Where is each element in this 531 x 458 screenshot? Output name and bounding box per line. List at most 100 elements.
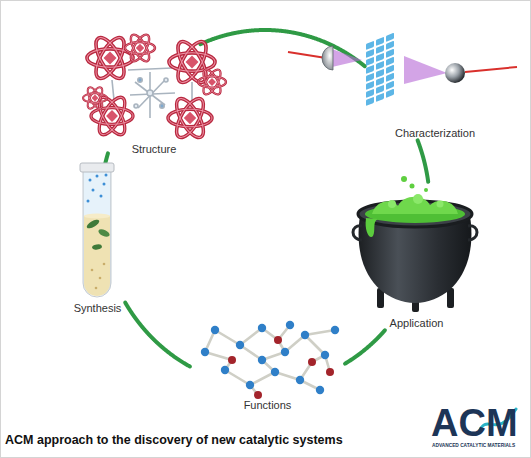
liquid-meniscus xyxy=(84,214,110,219)
detector-pixel xyxy=(376,37,384,46)
stage-label: Functions xyxy=(244,399,292,412)
cauldron xyxy=(353,176,477,312)
logo-tagline: ADVANCED CATALYTIC MATERIALS xyxy=(432,443,515,449)
detector-pixel xyxy=(366,65,374,74)
gas-particle xyxy=(103,183,106,186)
network-bond xyxy=(225,370,250,385)
stage-label: Synthesis xyxy=(74,302,122,315)
nitrogen-atom xyxy=(286,321,294,329)
detector-array xyxy=(366,33,394,106)
potion-bubble xyxy=(437,201,444,208)
sample-sphere xyxy=(445,63,465,83)
potion-droplet xyxy=(401,176,407,182)
detector-pixel xyxy=(366,73,374,82)
oxygen-atom xyxy=(228,356,236,364)
cycle-arc xyxy=(125,303,190,367)
potion-bubble xyxy=(413,194,423,204)
tube-cap xyxy=(80,163,114,172)
nitrogen-atom xyxy=(321,351,329,359)
laser-beam xyxy=(465,67,517,72)
linker-bond xyxy=(112,80,114,100)
framework-structure xyxy=(83,32,226,141)
crystal-flake xyxy=(85,218,100,230)
precipitate-grain xyxy=(95,287,98,290)
gas-particle xyxy=(100,195,103,198)
cycle-arc xyxy=(345,330,385,363)
spectroscopy-setup xyxy=(288,33,517,106)
detector-pixel xyxy=(376,93,384,102)
nitrogen-atom xyxy=(246,381,254,389)
linker-atom xyxy=(160,104,164,108)
detector-pixel xyxy=(376,45,384,54)
cage-cluster xyxy=(91,94,133,139)
linker-atom xyxy=(134,104,138,108)
detector-pixel xyxy=(366,49,374,58)
linker-atom xyxy=(147,90,153,96)
detector-pixel xyxy=(366,89,374,98)
nitrogen-atom xyxy=(201,348,209,356)
detector-pixel xyxy=(386,65,394,74)
stage-node: Application xyxy=(355,182,478,330)
cage-cluster xyxy=(168,95,212,142)
detector-pixel xyxy=(386,57,394,66)
cauldron-body xyxy=(359,216,472,303)
cage-cluster xyxy=(87,33,133,82)
cage-cluster xyxy=(83,85,107,111)
stage-label: Structure xyxy=(132,143,177,156)
crystal-flake xyxy=(92,244,103,251)
gas-particle xyxy=(89,179,92,182)
gas-particle xyxy=(92,189,95,192)
detector-pixel xyxy=(366,81,374,90)
nitrogen-atom xyxy=(331,326,339,334)
network-bond xyxy=(250,372,275,385)
detector-pixel xyxy=(376,61,384,70)
cycle-arc xyxy=(418,140,429,182)
detector-pixel xyxy=(386,33,394,42)
linker-bond xyxy=(128,68,172,70)
nitrogen-atom xyxy=(221,366,229,374)
detector-pixel xyxy=(386,49,394,58)
potion-droplet xyxy=(410,184,415,189)
potion-drip xyxy=(366,218,378,237)
detector-pixel xyxy=(376,85,384,94)
cauldron-handle xyxy=(353,226,362,240)
cage-cluster xyxy=(198,67,226,97)
precipitate-grain xyxy=(91,269,94,272)
crystal-flake xyxy=(97,228,110,239)
potion-droplet xyxy=(424,188,428,192)
nitrogen-atom xyxy=(211,326,219,334)
laser-beam xyxy=(288,52,326,58)
oxygen-atom xyxy=(308,358,316,366)
gas-particle xyxy=(105,174,108,177)
logo-wordmark: ACM xyxy=(431,404,518,442)
test-tube xyxy=(80,163,114,297)
gas-particle xyxy=(87,200,90,203)
detector-pixel xyxy=(376,69,384,78)
cauldron-handle xyxy=(468,226,477,240)
detector-pixel xyxy=(386,81,394,90)
nitrogen-atom xyxy=(258,356,266,364)
detector-pixel xyxy=(376,77,384,86)
nitrogen-atom xyxy=(281,348,289,356)
network-bond xyxy=(205,352,232,360)
nitrogen-atom xyxy=(271,368,279,376)
network-bond xyxy=(305,335,325,355)
linker-atom xyxy=(164,78,168,82)
precipitate-grain xyxy=(103,263,106,266)
nitrogen-atom xyxy=(301,331,309,339)
cycle-arc xyxy=(200,30,364,66)
cage-cluster xyxy=(125,32,155,64)
nitrogen-atom xyxy=(258,324,266,332)
molecular-network xyxy=(201,321,339,399)
potion-bubble xyxy=(388,200,396,208)
stage-label: Characterization xyxy=(395,127,475,140)
nitrogen-atom xyxy=(296,376,304,384)
oxygen-atom xyxy=(274,336,282,344)
detector-pixel xyxy=(386,89,394,98)
network-bond xyxy=(215,330,240,345)
detector-pixel xyxy=(386,41,394,50)
